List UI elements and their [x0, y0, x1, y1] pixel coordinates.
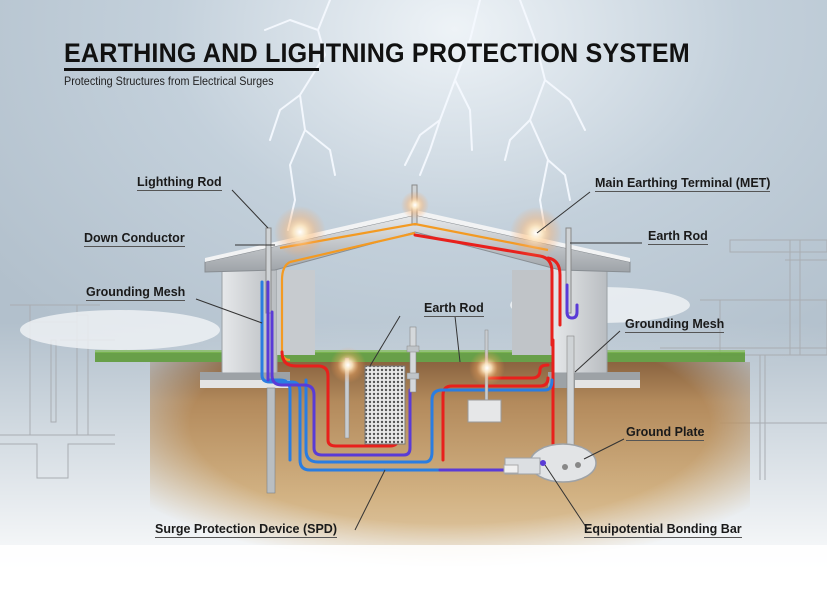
- label-ground-plate: Ground Plate: [626, 425, 705, 441]
- label-equipotential-bonding-bar: Equipotential Bonding Bar: [584, 522, 742, 538]
- earth-rod-deep-left: [266, 387, 276, 494]
- lightning-strike-sparks: [274, 191, 562, 386]
- equipotential-bonding-bar: [503, 457, 546, 475]
- label-grounding-mesh-left: Grounding Mesh: [86, 285, 186, 301]
- page-subtitle: Protecting Structures from Electrical Su…: [64, 74, 274, 88]
- label-surge-protection-device: Surge Protection Device (SPD): [155, 522, 337, 538]
- label-earth-rod-center: Earth Rod: [424, 301, 484, 317]
- wall-right-inner: [512, 270, 552, 355]
- ground-plate: [529, 443, 597, 483]
- grounding-mesh-block: [364, 365, 406, 445]
- leader-lines: [195, 189, 642, 531]
- page-title: EARTHING AND LIGHTNING PROTECTION SYSTEM: [64, 38, 690, 68]
- earth-rod-center: [406, 326, 420, 393]
- label-earth-rod-right: Earth Rod: [648, 229, 708, 245]
- wall-left-inner: [277, 270, 315, 355]
- lightning-bolts: [264, 0, 586, 231]
- label-down-conductor: Down Conductor: [84, 231, 185, 247]
- label-lightning-rod: Lighthing Rod: [137, 175, 222, 191]
- roof-conductor: [279, 222, 549, 362]
- purple-conductors: [266, 280, 579, 472]
- label-grounding-mesh-right: Grounding Mesh: [625, 317, 725, 333]
- label-main-earthing-terminal: Main Earthing Terminal (MET): [595, 176, 771, 192]
- grass-strip: [95, 352, 745, 362]
- junction-box: [467, 399, 502, 423]
- title-underline: [64, 68, 319, 71]
